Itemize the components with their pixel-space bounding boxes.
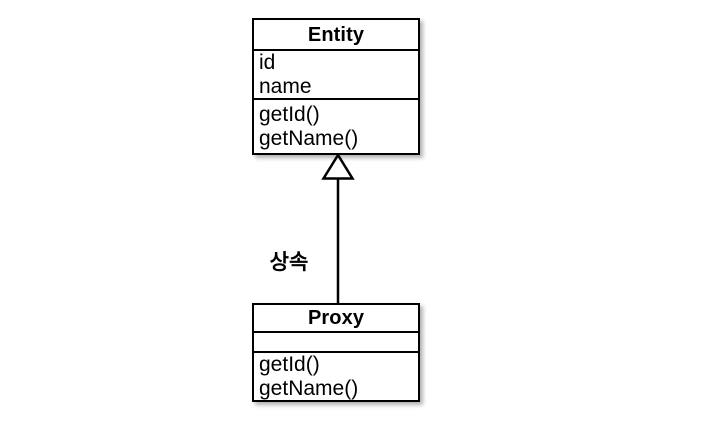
attributes-compartment-proxy — [254, 333, 418, 353]
attributes-compartment-entity: id name — [254, 51, 418, 100]
class-name-entity: Entity — [254, 20, 418, 51]
operations-compartment-entity: getId() getName() — [254, 100, 418, 154]
operation-item: getId() — [259, 103, 320, 126]
attribute-item: name — [259, 74, 312, 98]
uml-class-proxy[interactable]: Proxy getId() getName() — [252, 303, 420, 402]
operations-compartment-proxy: getId() getName() — [254, 353, 418, 401]
operation-item: getName() — [259, 377, 359, 400]
attribute-item: id — [259, 50, 276, 74]
operation-item: getId() — [259, 353, 320, 376]
class-name-proxy: Proxy — [254, 305, 418, 333]
operation-item: getName() — [259, 127, 359, 150]
hollow-triangle-arrowhead — [321, 152, 355, 180]
relationship-label: 상속 — [269, 251, 309, 274]
uml-class-entity[interactable]: Entity id name getId() getName() — [252, 18, 420, 155]
